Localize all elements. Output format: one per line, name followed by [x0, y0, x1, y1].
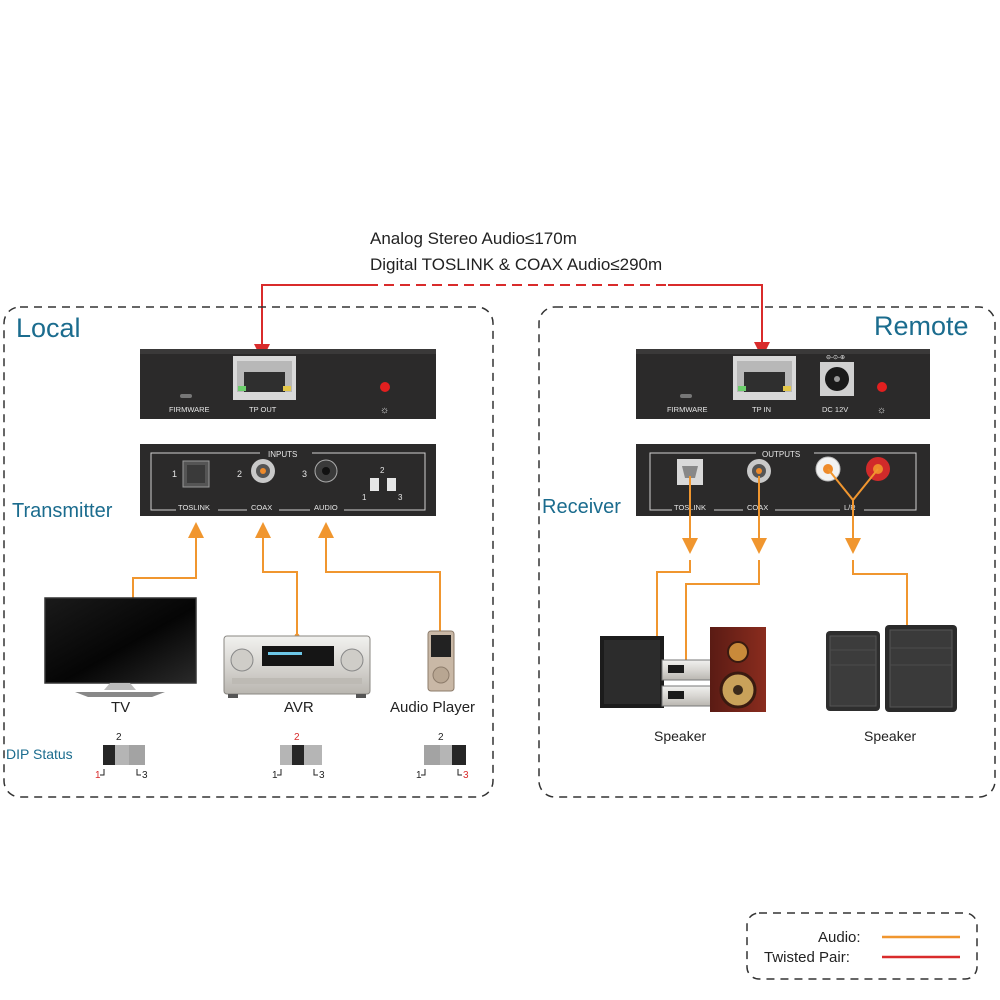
distance-analog-text: Analog Stereo Audio≤170m [370, 229, 577, 248]
dip-tv-right: 3 [142, 770, 148, 781]
rx-coax-label: COAX [747, 503, 768, 512]
receiver-label: Receiver [542, 496, 621, 518]
dip-avr-top: 2 [294, 732, 300, 743]
dip-avr-left: 1 [272, 770, 278, 781]
dip-player-top: 2 [438, 732, 444, 743]
rx-led-icon: ☼ [877, 405, 886, 416]
dip-avr-right: 3 [319, 770, 325, 781]
avr-image [223, 635, 371, 698]
remote-title: Remote [874, 311, 969, 341]
dip-status-label: DIP Status [6, 746, 73, 762]
rx-power-led [877, 382, 887, 392]
receiver-front-panel: OUTPUTS TOSLINK COAX L/R [636, 444, 930, 516]
dip-tv-left: 1 [95, 770, 101, 781]
local-group: Local FIRMWARE TP OUT ☼ INPUTS 1 [3, 306, 494, 798]
remote-border [538, 306, 996, 798]
remote-group: Remote FIRMWARE TP IN ⊖-⊙-⊕ DC 12V ☼ [538, 306, 996, 798]
dip-status-audio-player: 2 1 3 [416, 732, 469, 781]
speaker-1-label: Speaker [654, 728, 706, 744]
speaker-2-label: Speaker [864, 728, 916, 744]
local-audio-links [132, 522, 441, 636]
local-title: Local [16, 313, 81, 343]
tx-port2-number: 2 [237, 469, 242, 479]
tx-dip-switch: 2 1 3 [362, 466, 403, 502]
dc-polarity-icon: ⊖-⊙-⊕ [826, 355, 845, 361]
rx-firmware-label: FIRMWARE [667, 405, 708, 414]
dip-status-avr: 2 1 3 [272, 732, 325, 781]
inputs-heading: INPUTS [268, 450, 297, 459]
tp-in-label: TP IN [752, 405, 771, 414]
speaker-system-1-image [600, 627, 766, 712]
tx-dip-left-label: 1 [362, 493, 367, 502]
tx-firmware-label: FIRMWARE [169, 405, 210, 414]
tv-label: TV [111, 699, 130, 716]
outputs-heading: OUTPUTS [762, 450, 800, 459]
distance-digital-text: Digital TOSLINK & COAX Audio≤290m [370, 255, 662, 274]
speaker-system-2-image [826, 625, 957, 712]
tp-out-port [233, 356, 296, 400]
twisted-pair-link [254, 284, 770, 360]
dip-player-right: 3 [463, 770, 469, 781]
tx-toslink-label: TOSLINK [178, 503, 210, 512]
receiver-rear-panel: FIRMWARE TP IN ⊖-⊙-⊕ DC 12V ☼ [636, 349, 930, 419]
local-border [3, 306, 494, 798]
tp-in-port [733, 356, 796, 400]
transmitter-front-panel: INPUTS 1 2 3 2 1 3 TOSLINK COAX AUDIO [140, 444, 436, 516]
transmitter-label: Transmitter [12, 500, 113, 522]
tx-dip-top-label: 2 [380, 466, 385, 475]
tx-led-icon: ☼ [380, 405, 389, 416]
dip-tv-top: 2 [116, 732, 122, 743]
rx-firmware-port-icon [680, 394, 692, 398]
dc-12v-label: DC 12V [822, 405, 848, 414]
transmitter-rear-panel: FIRMWARE TP OUT ☼ [140, 349, 436, 419]
dip-status-tv: 2 1 3 [95, 732, 148, 781]
tp-out-label: TP OUT [249, 405, 277, 414]
tv-image [44, 597, 197, 697]
legend-audio-label: Audio: [818, 929, 861, 946]
avr-label: AVR [284, 699, 314, 716]
audio-player-image [427, 630, 455, 692]
firmware-port-icon [180, 394, 192, 398]
legend: Audio: Twisted Pair: [746, 912, 978, 980]
tx-audio-label: AUDIO [314, 503, 338, 512]
tx-port1-number: 1 [172, 469, 177, 479]
dip-player-left: 1 [416, 770, 422, 781]
legend-twisted-pair-label: Twisted Pair: [764, 949, 850, 966]
tx-dip-right-label: 3 [398, 493, 403, 502]
rx-lr-label: L/R [844, 503, 856, 512]
tx-port3-number: 3 [302, 469, 307, 479]
audio-player-label: Audio Player [390, 699, 475, 716]
tx-power-led [380, 382, 390, 392]
tx-coax-label: COAX [251, 503, 272, 512]
